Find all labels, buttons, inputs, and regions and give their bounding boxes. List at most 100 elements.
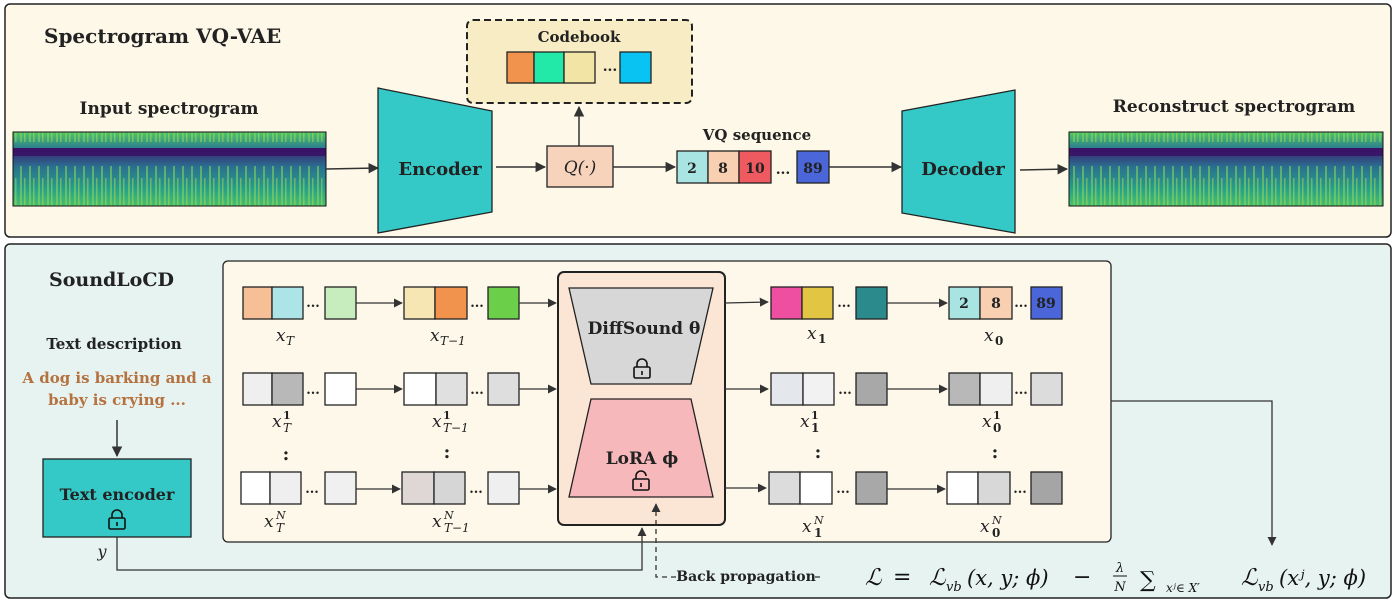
ellipsis: ... [1014,383,1028,398]
diffsound-block [568,287,714,385]
svg-text:x: x [272,412,282,432]
svg-text:x: x [432,512,442,532]
token-cell [487,286,520,320]
label-xT-1N: x N T−1 [432,509,470,535]
text-description-label: Text description [46,335,181,353]
svg-text:N: N [991,514,1002,527]
ellipsis: ... [838,383,852,398]
token-cell [799,471,833,505]
svg-text:vb: vb [1258,580,1274,595]
label-xTN: x N T [264,509,286,535]
svg-text:x: x [430,326,440,346]
label-xT-11: x 1 T−1 [432,409,469,435]
svg-text:1: 1 [814,526,822,540]
svg-text:N: N [443,509,454,522]
svg-text:1: 1 [443,409,451,422]
svg-text:N: N [813,514,824,527]
vq-token-cell [796,150,830,184]
codebook-cell [563,51,596,84]
ellipsis: ... [470,383,484,398]
token-cell [324,372,357,406]
ellipsis: ... [306,383,320,398]
svg-text:x: x [276,326,286,346]
label-x0N: x N 0 [980,514,1002,540]
vq-token: 8 [718,161,728,177]
ellipsis: ... [837,296,851,311]
token-cell [401,471,435,505]
token-cell [855,471,888,505]
svg-text:T−1: T−1 [444,521,470,535]
text-description-line2: baby is crying ... [48,391,186,409]
token-cell [434,286,468,320]
x0-token: 89 [1036,296,1055,312]
svg-text:1: 1 [993,409,1001,422]
svg-text:vb: vb [946,580,962,595]
codebook-cell [506,51,535,84]
token-cell [1030,372,1063,406]
svg-text:x: x [807,324,817,344]
lock-icon [633,358,651,379]
y-label: y [96,542,107,561]
vertical-dots: : [992,442,999,463]
token-cell [979,372,1013,406]
decoder-label: Decoder [921,159,1005,180]
svg-text:ℒ: ℒ [929,565,946,591]
encoder-block [377,87,493,234]
token-cell [487,471,520,505]
loss-equation: ℒ = ℒ vb (x, y; ϕ) − λ N ∑ xʲ∈ X′ ℒ vb (… [865,561,1366,595]
label-x0: x 0 [984,326,1003,348]
vertical-dots: : [444,442,451,463]
vq-token: 2 [687,161,697,177]
svg-text:xʲ∈ X′: xʲ∈ X′ [1166,581,1200,595]
svg-text:N: N [1113,580,1126,595]
token-cell [855,372,888,406]
svg-text:x: x [982,412,992,432]
unlock-icon [632,470,650,491]
output-spectrogram [1068,131,1384,207]
token-cell [768,471,801,505]
ellipsis: ... [836,482,850,497]
vq-ellipsis: ... [776,162,791,178]
svg-text:x: x [800,412,810,432]
ellipsis: ... [469,482,483,497]
svg-text:ℒ: ℒ [865,565,882,591]
label-x11: x 1 1 [800,409,819,435]
token-cell [487,372,520,406]
svg-text:T−1: T−1 [440,334,466,348]
ellipsis: ... [1013,482,1027,497]
token-cell [240,471,271,505]
svg-text:x: x [432,412,442,432]
vq-token: 89 [803,161,822,177]
token-cell [948,286,981,320]
token-cell [435,372,468,406]
token-cell [433,471,466,505]
svg-text:(xʲ, y; ϕ): (xʲ, y; ϕ) [1279,566,1366,590]
input-spectrogram-label: Input spectrogram [80,99,259,119]
token-cell [271,372,304,406]
svg-text:∑: ∑ [1140,568,1156,593]
token-cell [269,471,302,505]
svg-text:(x, y; ϕ): (x, y; ϕ) [967,566,1049,590]
svg-text:T−1: T−1 [443,421,469,435]
codebook-cell [533,51,565,84]
output-spectrogram-label: Reconstruct spectrogram [1113,97,1355,117]
token-cell [770,372,804,406]
soundlocd-title: SoundLoCD [49,269,174,291]
label-x1: x 1 [807,324,826,346]
svg-text:x: x [980,517,990,537]
svg-text:x: x [984,326,994,346]
token-cell [403,286,436,320]
token-cell [242,286,273,320]
token-cell [324,286,357,320]
svg-text:1: 1 [818,332,826,346]
decoder-block [901,89,1016,234]
svg-text:x: x [802,517,812,537]
ellipsis: ... [306,296,320,311]
vertical-dots: : [815,442,822,463]
svg-text:T: T [276,521,285,535]
ellipsis: ... [305,482,319,497]
vq-token-cell [738,150,772,184]
token-cell [242,372,273,406]
svg-text:−: − [1073,565,1091,590]
x0-token: 2 [959,296,969,312]
